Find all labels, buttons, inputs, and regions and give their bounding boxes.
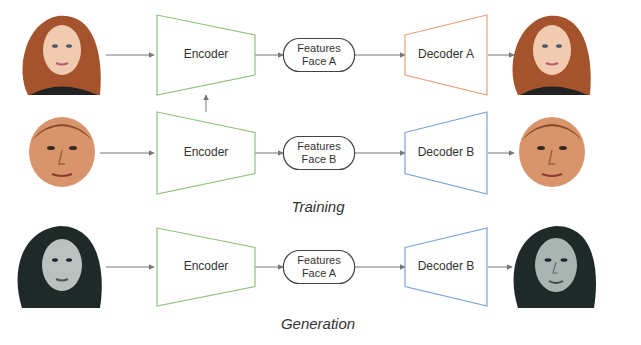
feature-vector: Features Face B: [283, 136, 355, 170]
face-b-photo: [29, 117, 95, 187]
decoder-block: Decoder B: [405, 228, 487, 306]
flow-arrow: [255, 267, 283, 268]
flow-arrow: [255, 55, 283, 56]
flow-arrow: [355, 55, 405, 56]
flow-arrow: [355, 267, 405, 268]
outline-shape: [405, 15, 487, 95]
phase-label: Training: [291, 198, 344, 215]
block-label: Encoder: [184, 146, 229, 160]
outline-shape: [405, 228, 487, 306]
outline-shape: [283, 137, 354, 170]
feature-vector: Features Face A: [283, 250, 355, 284]
outline-shape: [405, 112, 487, 194]
outline-shape: [157, 112, 255, 194]
flow-arrow: [206, 95, 207, 112]
block-label: Decoder B: [418, 146, 475, 160]
encoder-block: Encoder: [157, 112, 255, 194]
face-a-photo: [22, 16, 100, 95]
outline-shape: [157, 228, 255, 306]
encoder-block: Encoder: [157, 15, 255, 95]
block-label: Encoder: [184, 48, 229, 62]
outline-shape: [283, 39, 354, 72]
phase-label: Generation: [281, 315, 355, 332]
decoder-block: Decoder B: [405, 112, 487, 194]
block-label: Decoder A: [418, 48, 474, 62]
block-label: Decoder B: [418, 260, 475, 274]
face-swapped-output: [514, 226, 596, 308]
flow-arrow: [255, 153, 283, 154]
outline-shape: [157, 15, 255, 95]
block-label: Features Face A: [283, 42, 355, 67]
block-label: Features Face B: [283, 140, 355, 165]
block-label: Encoder: [184, 260, 229, 274]
decoder-block: Decoder A: [405, 15, 487, 95]
block-label: Features Face A: [283, 254, 355, 279]
outline-shape: [283, 251, 354, 284]
flow-arrow: [355, 153, 405, 154]
face-b-reconstructed: [519, 117, 585, 187]
encoder-block: Encoder: [157, 228, 255, 306]
feature-vector: Features Face A: [283, 38, 355, 72]
face-a-grey-photo: [18, 226, 102, 308]
face-a-reconstructed: [512, 16, 590, 95]
